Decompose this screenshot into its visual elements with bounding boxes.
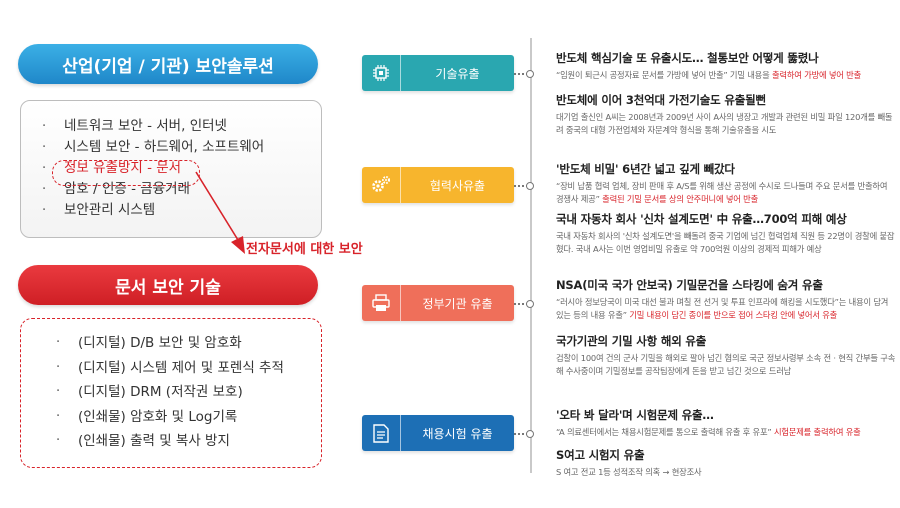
timeline-node (526, 182, 534, 190)
solutions-title: 산업(기업 / 기관) 보안솔루션 (18, 44, 318, 84)
news-item: 반도체에 이어 3천억대 가전기술도 유출될뻔 대기업 출신인 A씨는 2008… (556, 93, 893, 135)
document-icon (362, 415, 401, 451)
list-item: ·(인쇄물) 출력 및 복사 방지 (56, 433, 230, 449)
list-item: ·(디지털) DRM (저작권 보호) (56, 384, 243, 400)
doc-security-box (20, 318, 322, 468)
list-item: ·시스템 보안 - 하드웨어, 소프트웨어 (42, 139, 265, 155)
category-recruitment-leak: 채용시험 유출 (362, 415, 514, 451)
gears-icon (362, 167, 401, 203)
list-item: ·(디지털) D/B 보안 및 암호화 (56, 335, 242, 351)
timeline-node (526, 300, 534, 308)
news-item: S여고 시험지 유출 S 여고 전교 1등 성적조작 의혹 → 현장조사 (556, 448, 702, 477)
list-item: ·네트워크 보안 - 서버, 인터넷 (42, 118, 227, 134)
doc-security-title: 문서 보안 기술 (18, 265, 318, 305)
news-item: 국가기관의 기밀 사항 해외 유출 검찰이 100여 건의 군사 기밀을 해외로… (556, 334, 896, 376)
list-item-highlighted: ·정보 유출방지 - 문서 (42, 160, 182, 176)
list-item: ·(디지털) 시스템 제어 및 포렌식 추적 (56, 359, 284, 376)
doc-security-list: ·(디지털) D/B 보안 및 암호화 ·(디지털) 시스템 제어 및 포렌식 … (50, 331, 284, 454)
arrow-label: 전자문서에 대한 보안 (246, 242, 363, 257)
news-item: 반도체 핵심기술 또 유출시도… 철통보안 어떻게 뚫렸나 “임원이 퇴근시 공… (556, 51, 862, 80)
news-item: '오타 봐 달라'며 시험문제 유출… “A 의료센터에서는 채용시험문제를 통… (556, 408, 861, 437)
printer-icon (362, 285, 401, 321)
connector (514, 303, 528, 305)
category-government-leak: 정부기관 유출 (362, 285, 514, 321)
down-arrow-icon (195, 171, 245, 254)
highlight-oval (52, 160, 200, 186)
connector (514, 185, 528, 187)
news-item: 국내 자동차 회사 '신차 설계도면' 中 유출…700억 피해 예상 국내 자… (556, 212, 895, 254)
chip-icon (362, 55, 401, 91)
list-item: ·보안관리 시스템 (42, 202, 156, 218)
list-item: ·(인쇄물) 암호화 및 Log기록 (56, 408, 238, 425)
category-tech-leak: 기술유출 (362, 55, 514, 91)
news-item: '반도체 비밀' 6년간 넓고 깊게 빼갔다 “장비 납품 협력 업체, 장비 … (556, 162, 888, 204)
connector (514, 433, 528, 435)
news-item: NSA(미국 국가 안보국) 기밀문건을 스타킹에 숨겨 유출 “러시아 정보당… (556, 278, 889, 320)
timeline-node (526, 70, 534, 78)
timeline-node (526, 430, 534, 438)
connector (514, 73, 528, 75)
category-partner-leak: 협력사유출 (362, 167, 514, 203)
timeline-line (530, 38, 532, 473)
solutions-box (20, 100, 322, 238)
